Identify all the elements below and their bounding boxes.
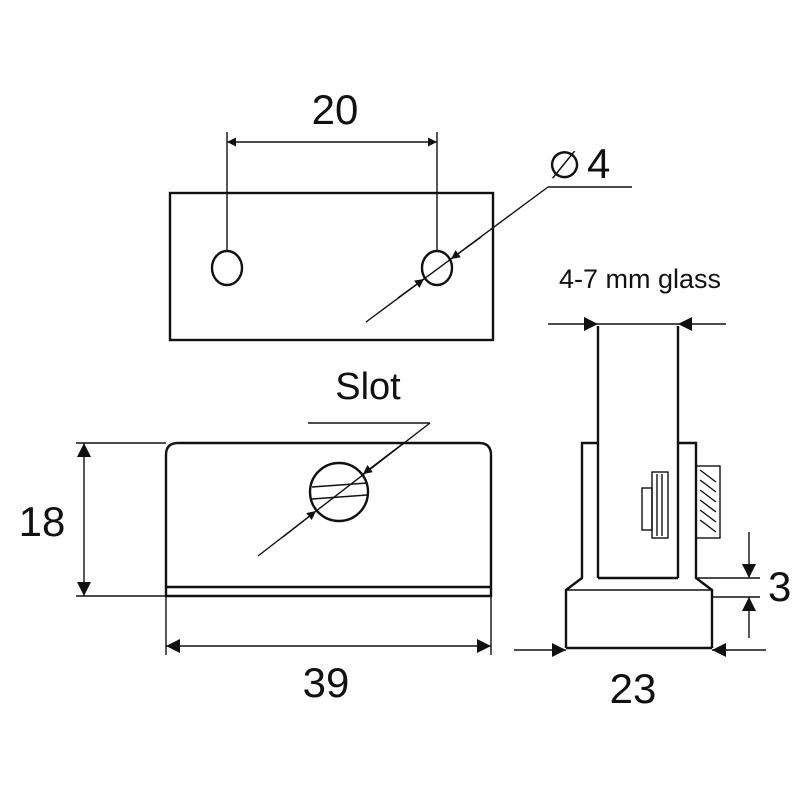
- slot-arrow-lower: [282, 510, 317, 538]
- top-view: 20 ∅ 4: [168, 86, 632, 342]
- glass-panel: [596, 326, 680, 580]
- slot-label: Slot: [335, 366, 401, 408]
- height-value: 18: [19, 498, 66, 545]
- set-screw: [641, 465, 721, 539]
- clamp-right-jaw: [678, 441, 714, 648]
- top-view-plate: [168, 191, 495, 342]
- diameter-symbol: ∅: [548, 145, 581, 187]
- hole-diameter-arrow-lower: [397, 278, 425, 299]
- side-view: 4-7 mm glass 3 23: [514, 264, 791, 712]
- glass-thickness-label: 4-7 mm glass: [559, 264, 721, 294]
- screw-slot-bottom: [311, 494, 368, 500]
- clamp-left-jaw: [564, 441, 598, 648]
- mounting-hole-left: [210, 249, 244, 287]
- hole-spacing-value: 20: [312, 86, 359, 133]
- slot-arrow-upper: [362, 441, 406, 475]
- base-thickness-value: 3: [768, 563, 791, 610]
- hole-diameter-value: 4: [587, 140, 610, 187]
- slotted-screw-head: [308, 461, 370, 523]
- hole-diameter-arrow-upper: [450, 236, 482, 260]
- length-value: 39: [303, 659, 350, 706]
- screw-slot-top: [311, 482, 368, 488]
- depth-value: 23: [610, 665, 657, 712]
- front-view-body: [164, 441, 493, 598]
- mounting-hole-right: [420, 249, 454, 287]
- front-view: Slot 18 39: [19, 366, 493, 706]
